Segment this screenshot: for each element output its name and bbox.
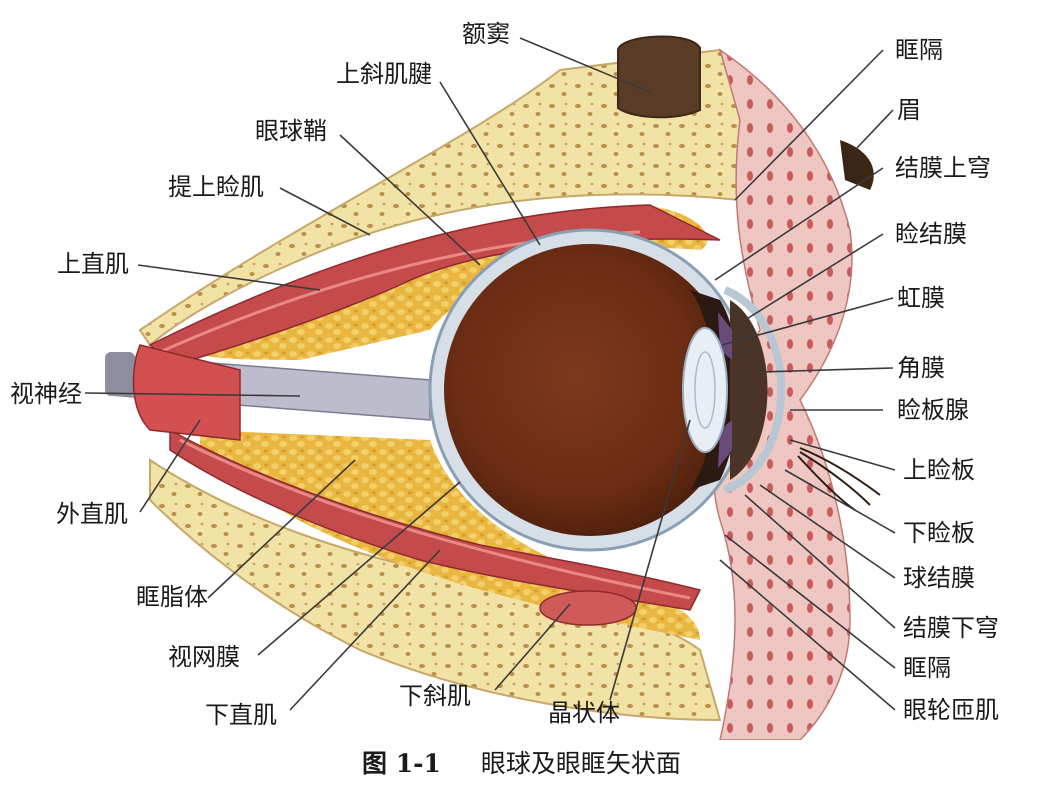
figure-title: 眼球及眼眶矢状面 xyxy=(480,749,681,778)
eye-sagittal-section-illustration xyxy=(84,35,896,740)
inferior-rectus xyxy=(169,428,702,611)
label-inferior-rectus: 下直肌 xyxy=(205,701,277,729)
optic-nerve-tip xyxy=(105,352,135,396)
label-lens: 晶状体 xyxy=(548,699,620,727)
label-orbital-septum-lower: 眶隔 xyxy=(903,654,951,682)
anterior-chamber xyxy=(730,300,768,480)
inferior-oblique xyxy=(539,590,637,626)
eyebrow xyxy=(840,140,874,190)
label-inferior-fornix: 结膜下穹 xyxy=(903,614,999,642)
label-inferior-oblique: 下斜肌 xyxy=(399,682,471,710)
label-superior-oblique-tendon: 上斜肌腱 xyxy=(336,60,432,88)
figure-caption: 图 1-1 眼球及眼眶矢状面 xyxy=(0,744,1043,780)
label-orbital-fat: 眶脂体 xyxy=(136,583,208,611)
label-lateral-rectus: 外直肌 xyxy=(56,500,128,528)
label-tarsal-glands: 睑板腺 xyxy=(897,396,969,424)
leader-lines xyxy=(84,37,896,711)
label-superior-rectus: 上直肌 xyxy=(57,250,129,278)
label-superior-tarsus: 上睑板 xyxy=(903,456,975,484)
lens xyxy=(682,327,728,453)
label-bulbar-conjunctiva: 球结膜 xyxy=(903,564,975,592)
label-orbicularis-oculi: 眼轮匝肌 xyxy=(903,696,999,724)
lateral-rectus xyxy=(132,344,241,441)
choroid xyxy=(444,244,736,536)
label-levator-palpebrae: 提上睑肌 xyxy=(168,173,264,201)
label-eyebrow: 眉 xyxy=(897,96,921,124)
frontal-sinus xyxy=(617,35,701,119)
label-orbital-septum-upper: 眶隔 xyxy=(895,36,943,64)
orbital-floor-bone xyxy=(149,458,722,722)
label-superior-fornix: 结膜上穹 xyxy=(895,154,991,182)
label-inferior-tarsus: 下睑板 xyxy=(903,519,975,547)
cornea xyxy=(723,286,786,494)
label-eyeball-sheath: 眼球鞘 xyxy=(255,117,327,145)
label-frontal-sinus: 额窦 xyxy=(462,20,510,48)
figure-number: 图 1-1 xyxy=(362,749,441,778)
label-iris: 虹膜 xyxy=(897,284,945,312)
label-cornea: 角膜 xyxy=(897,354,945,382)
label-retina: 视网膜 xyxy=(168,643,240,671)
label-optic-nerve: 视神经 xyxy=(10,380,82,408)
label-palpebral-conjunctiva: 睑结膜 xyxy=(895,220,967,248)
